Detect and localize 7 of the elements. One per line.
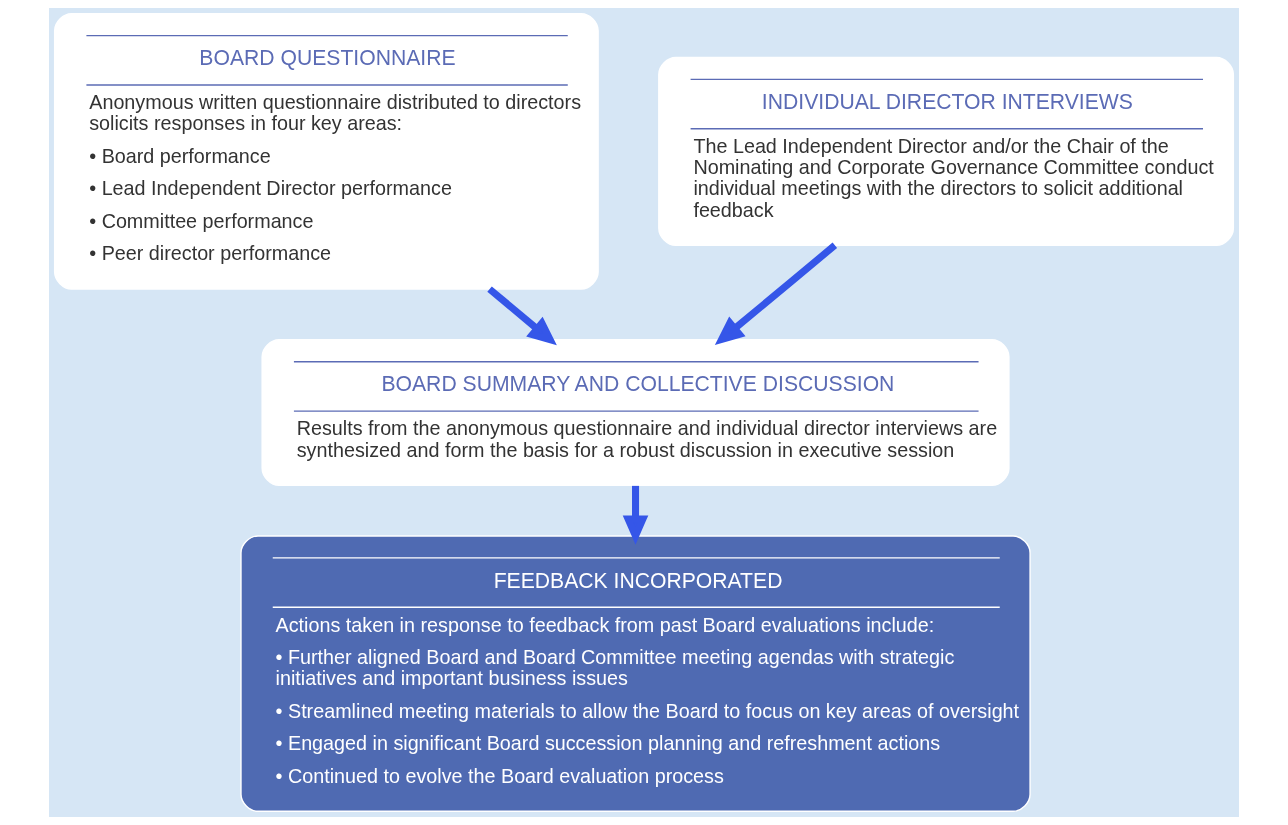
node-box: INDIVIDUAL DIRECTOR INTERVIEWS The Lead Independent Director and/or the Chair of the Nominating and Corporate Governance Committee conduct individual meetings with the directors to solicit additional feedback xyxy=(658,56,1235,246)
node-box: BOARD SUMMARY AND COLLECTIVE DISCUSSION Results from the anonymous questionnaire and individual director interviews are synthesized and form the basis for a robust discussion in executive session xyxy=(261,339,1010,486)
arrow xyxy=(622,485,649,545)
arrow xyxy=(714,242,838,346)
arrow xyxy=(487,286,557,346)
node-box: FEEDBACK INCORPORATED Actions taken in response to feedback from past Board evaluations include: • Further aligned Board and Board Committee meeting agendas with strategic initiatives and important business issues • Streamlined meeting materials to allow the Board to focus on key areas of oversight • Engaged in significant Board succession planning and refreshment actions • Continued to evolve the Board evaluation process xyxy=(240,535,1031,812)
node-box: BOARD QUESTIONNAIRE Anonymous written questionnaire distributed to directors solicits responses in four key areas: • Board performance • Lead Independent Director performance • Committee performance • Peer director performance xyxy=(53,13,599,290)
